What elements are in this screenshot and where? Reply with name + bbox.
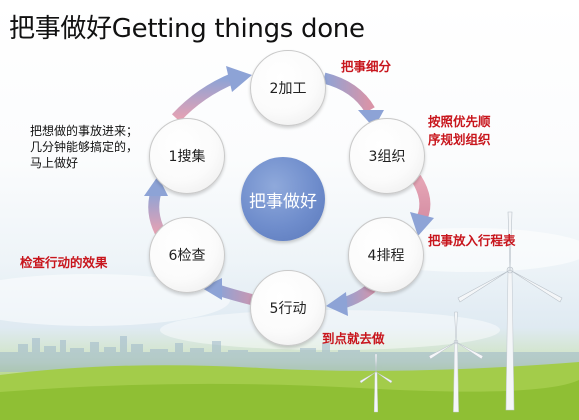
collect-note-line: 把想做的事放进来；	[30, 124, 139, 138]
slide-title: 把事做好Getting things done	[9, 14, 365, 44]
annotation-organize-line: 按照优先顺	[428, 114, 491, 129]
step-schedule-label: 4排程	[367, 248, 405, 264]
arrow-organize-to-schedule	[410, 175, 434, 236]
step-collect-node: 1搜集	[149, 118, 225, 194]
step-act-node: 5行动	[250, 270, 326, 346]
collect-note: 把想做的事放进来； 几分钟能够搞定的， 马上做好	[30, 123, 158, 171]
step-review-node: 6检查	[149, 217, 225, 293]
step-process-label: 2加工	[269, 81, 307, 97]
annotation-schedule: 把事放入行程表	[428, 233, 516, 248]
step-process-node: 2加工	[250, 50, 326, 126]
arrow-collect-to-process	[171, 66, 252, 122]
step-collect-label: 1搜集	[168, 149, 206, 165]
step-organize-label: 3组织	[368, 149, 406, 165]
annotation-refine: 把事细分	[341, 59, 392, 74]
center-hub: 把事做好	[241, 157, 325, 241]
collect-note-line: 马上做好	[30, 156, 79, 170]
annotation-organize-line: 序规划组织	[428, 132, 491, 147]
step-schedule-node: 4排程	[348, 217, 424, 293]
step-act-label: 5行动	[269, 301, 307, 317]
annotation-act: 到点就去做	[322, 331, 385, 346]
annotation-organize: 按照优先顺 序规划组织	[428, 113, 491, 149]
center-hub-label: 把事做好	[249, 191, 317, 212]
collect-note-line: 几分钟能够搞定的，	[30, 140, 139, 154]
step-organize-node: 3组织	[349, 118, 425, 194]
annotation-review: 检查行动的效果	[20, 255, 108, 270]
arrow-process-to-organize	[322, 72, 384, 128]
step-review-label: 6检查	[168, 248, 206, 264]
wind-turbines	[359, 211, 563, 413]
